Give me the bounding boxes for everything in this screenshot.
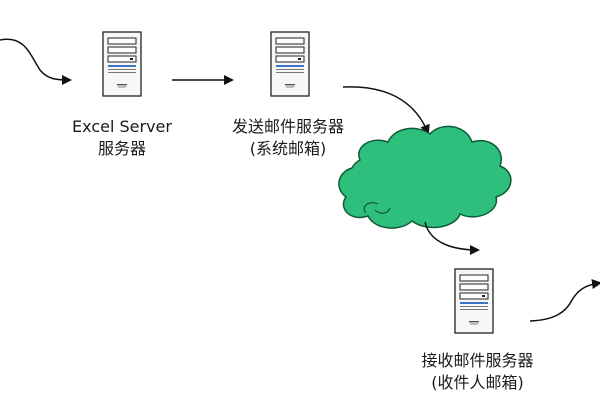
send-server-icon [270, 31, 310, 97]
excel-server-icon [102, 31, 142, 97]
arrow-cloud-to-receive [424, 221, 480, 255]
receive-server-icon [454, 268, 494, 334]
send-server-label-line1: 发送邮件服务器 [231, 117, 344, 136]
incoming-arrow [0, 38, 72, 85]
send-server-label: 发送邮件服务器 (系统邮箱) [218, 116, 358, 160]
receive-server-label-line2: (收件人邮箱) [431, 373, 524, 392]
excel-server-label: Excel Server 服务器 [62, 116, 182, 160]
excel-server-label-line1: Excel Server [72, 117, 172, 136]
send-server-label-line2: (系统邮箱) [249, 139, 327, 158]
network-cloud-icon [338, 125, 512, 229]
receive-server-label: 接收邮件服务器 (收件人邮箱) [405, 350, 550, 394]
excel-server-label-line2: 服务器 [97, 139, 146, 158]
outgoing-arrow [529, 279, 600, 322]
receive-server-label-line1: 接收邮件服务器 [421, 351, 534, 370]
arrow-send-to-cloud [342, 86, 430, 135]
